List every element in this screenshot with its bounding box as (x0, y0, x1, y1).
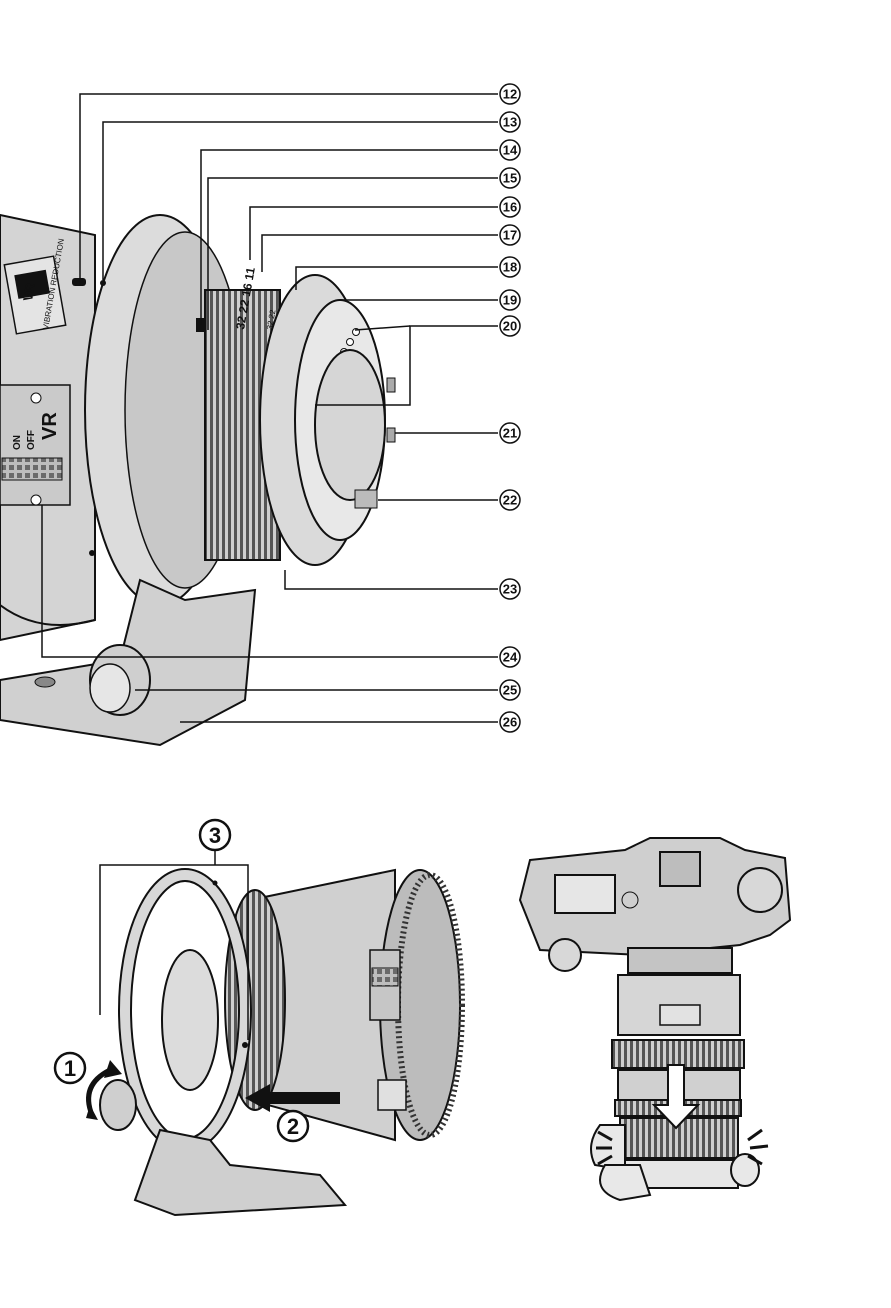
callout-12-number: 12 (503, 87, 517, 102)
callout-12: 12 (500, 84, 520, 104)
tripod-foot-attach (135, 1130, 345, 1215)
callout-24-number: 24 (503, 650, 518, 665)
callout-23-number: 23 (503, 582, 517, 597)
step-3-badge: 3 (200, 820, 230, 850)
callout-22-number: 22 (503, 493, 517, 508)
step-1-number: 1 (64, 1056, 76, 1081)
callout-25-number: 25 (503, 683, 517, 698)
callout-19-number: 19 (503, 293, 517, 308)
mode-dial (738, 868, 782, 912)
step-2-badge: 2 (278, 1111, 308, 1141)
callout-13-number: 13 (503, 115, 517, 130)
screw-icon (31, 495, 41, 505)
collar-index-mark (72, 278, 86, 286)
callout-labels: 12 13 14 15 16 17 18 19 20 21 22 23 24 2… (500, 84, 520, 732)
callout-26-number: 26 (503, 715, 517, 730)
vr-badge-text: VR (20, 281, 38, 302)
callout-18: 18 (500, 257, 520, 277)
callout-18-number: 18 (503, 260, 517, 275)
callout-20-number: 20 (503, 319, 517, 334)
callout-15: 15 (500, 168, 520, 188)
switch-on-label: ON (12, 435, 23, 450)
locking-knob[interactable] (90, 645, 150, 715)
rear-lens-cap (315, 350, 385, 500)
step-3-number: 3 (209, 823, 221, 848)
lcd-panel (555, 875, 615, 913)
callout-17-number: 17 (503, 228, 517, 243)
switch-off-label: OFF (26, 430, 37, 450)
vr-switch-attach[interactable] (372, 968, 398, 986)
callout-22: 22 (500, 490, 520, 510)
callout-14-number: 14 (503, 143, 518, 158)
callout-15-number: 15 (503, 171, 517, 186)
vr-slide-switch[interactable] (2, 458, 62, 480)
callout-21: 21 (500, 423, 520, 443)
hot-shoe (660, 852, 700, 886)
callout-26: 26 (500, 712, 520, 732)
switch-name-label: VR (39, 412, 61, 440)
lens-side-view: VR VIBRATION REDUCTION ON OFF VR 32 22 1 (0, 215, 395, 745)
collar-attach-view: 3 1 2 (55, 820, 462, 1215)
focus-ring-top (612, 1040, 744, 1068)
step-2-number: 2 (287, 1114, 299, 1139)
vr-badge-attach (378, 1080, 406, 1110)
callout-19: 19 (500, 290, 520, 310)
callout-20: 20 (500, 316, 520, 336)
callout-24: 24 (500, 647, 520, 667)
callout-16-number: 16 (503, 200, 517, 215)
callout-21-number: 21 (503, 426, 517, 441)
callout-13: 13 (500, 112, 520, 132)
locking-knob-attach[interactable] (100, 1080, 136, 1130)
callout-16: 16 (500, 197, 520, 217)
step-1-badge: 1 (55, 1053, 85, 1083)
shutter-button[interactable] (549, 939, 581, 971)
vr-switch-panel: ON OFF VR (0, 385, 70, 505)
aperture-index (196, 318, 204, 332)
callout-14: 14 (500, 140, 520, 160)
callout-17: 17 (500, 225, 520, 245)
callout-23: 23 (500, 579, 520, 599)
camera-top-view (520, 838, 790, 1200)
callout-25: 25 (500, 680, 520, 700)
